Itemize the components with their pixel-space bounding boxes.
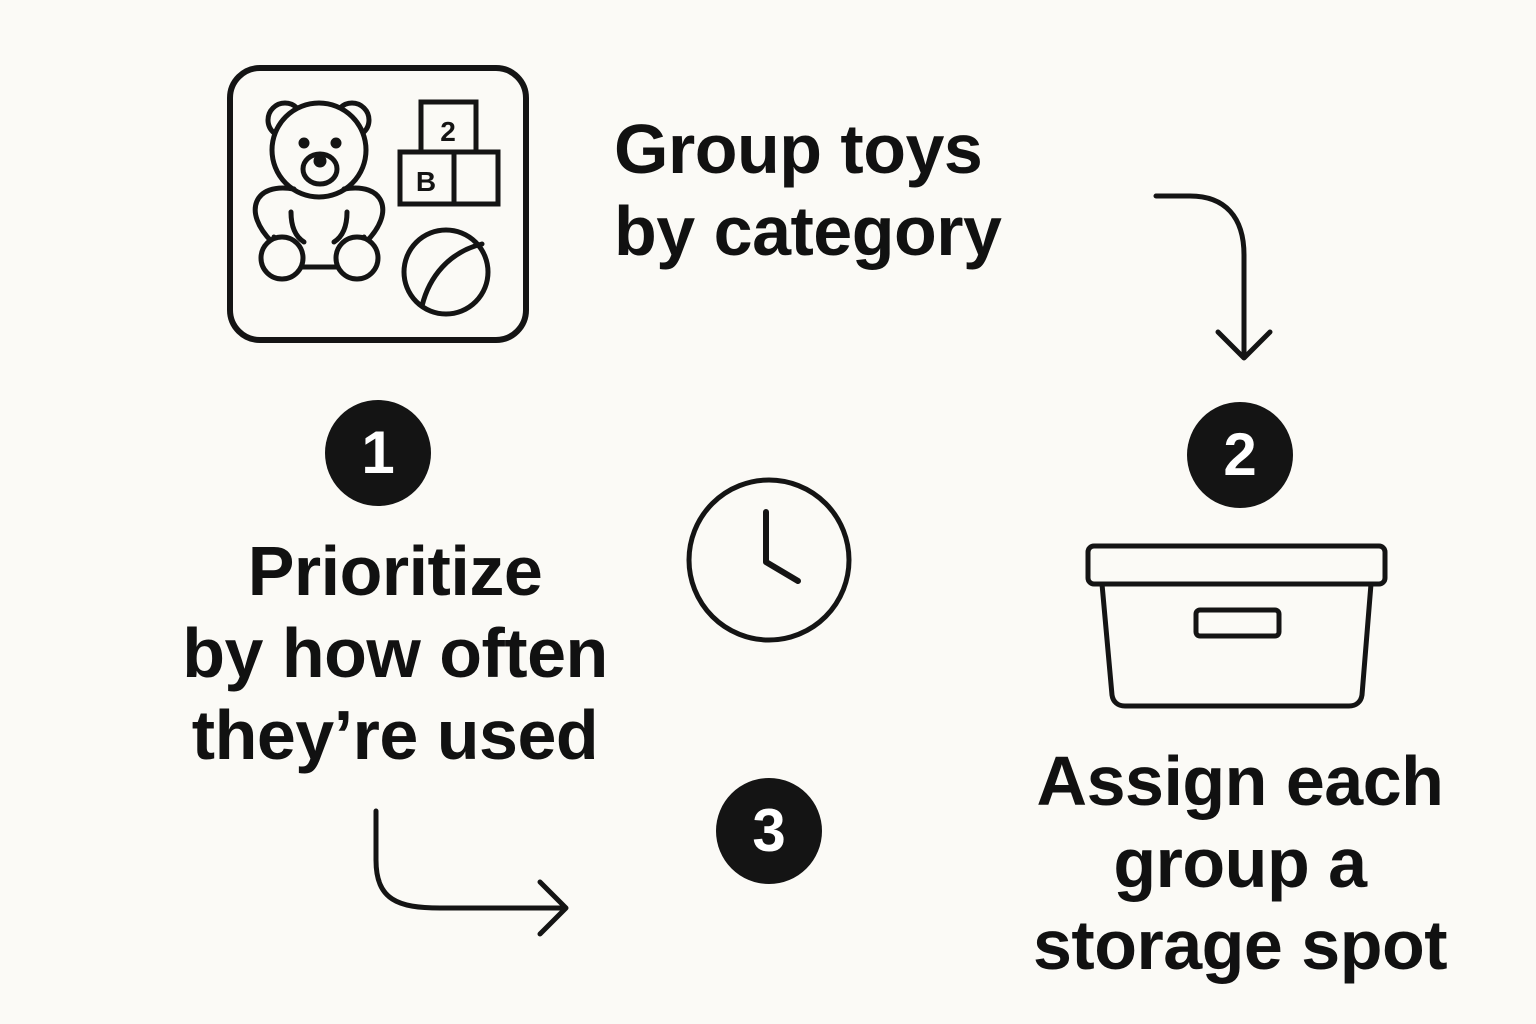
- step-2-line: Assign each: [1036, 742, 1444, 820]
- step-3-line: Prioritize: [247, 532, 543, 610]
- ball-icon: [401, 227, 491, 317]
- step-1-text: Group toys by category: [614, 108, 1002, 272]
- block-label-bottom: B: [416, 166, 436, 197]
- step-3-line: they’re used: [191, 696, 599, 774]
- step-2-text: Assign each group a storage spot: [1000, 740, 1480, 986]
- step-3-badge: 3: [716, 778, 822, 884]
- toys-icon: 2 B: [227, 65, 529, 343]
- step-3-line: by how often: [182, 614, 608, 692]
- blocks-icon: 2 B: [397, 99, 501, 207]
- step-1-line: by category: [614, 192, 1002, 270]
- block-label-top: 2: [440, 116, 456, 147]
- arrow-1-to-2-icon: [1153, 193, 1273, 361]
- step-2-line: storage spot: [1032, 906, 1448, 984]
- storage-box-icon: [1085, 543, 1388, 709]
- arrow-3-icon: [373, 808, 569, 937]
- step-1-line: Group toys: [614, 110, 983, 188]
- step-2-line: group a: [1113, 824, 1367, 902]
- step-3-text: Prioritize by how often they’re used: [150, 530, 640, 776]
- teddy-bear-icon: [252, 100, 386, 282]
- step-1-badge: 1: [325, 400, 431, 506]
- clock-icon: [686, 477, 852, 643]
- step-2-badge: 2: [1187, 402, 1293, 508]
